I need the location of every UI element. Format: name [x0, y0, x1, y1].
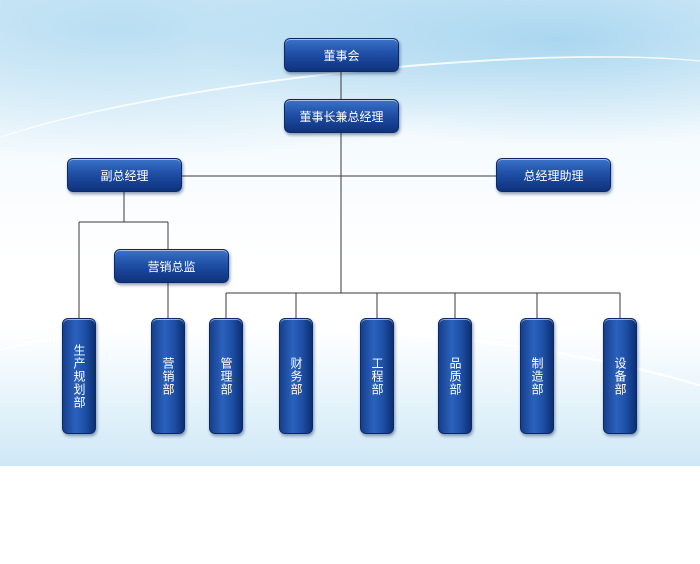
node-gm-assistant: 总经理助理	[496, 158, 611, 192]
dept-label: 生产规划部	[72, 343, 86, 409]
node-chairman: 董事长兼总经理	[284, 99, 399, 133]
dept-label: 财务部	[289, 356, 303, 396]
background	[0, 0, 700, 466]
node-sales-director-label: 营销总监	[147, 259, 196, 274]
dept-sales: 营销部	[151, 318, 185, 434]
dept-production-planning: 生产规划部	[62, 318, 96, 434]
node-board: 董事会	[284, 38, 399, 72]
dept-label: 工程部	[370, 356, 384, 396]
node-chairman-label: 董事长兼总经理	[299, 109, 384, 124]
dept-manufacturing: 制造部	[520, 318, 554, 434]
connector-lines	[78, 72, 621, 318]
node-vice-gm: 副总经理	[67, 158, 182, 192]
node-sales-director: 营销总监	[114, 249, 229, 283]
dept-label: 营销部	[161, 356, 175, 396]
node-board-label: 董事会	[323, 48, 360, 63]
dept-equipment: 设备部	[603, 318, 637, 434]
node-vice-gm-label: 副总经理	[100, 168, 149, 183]
dept-engineering: 工程部	[360, 318, 394, 434]
dept-finance: 财务部	[279, 318, 313, 434]
dept-label: 管理部	[219, 356, 233, 396]
dept-label: 制造部	[530, 356, 544, 396]
dept-management: 管理部	[209, 318, 243, 434]
dept-quality: 品质部	[438, 318, 472, 434]
node-gm-assistant-label: 总经理助理	[523, 168, 584, 183]
dept-label: 品质部	[448, 356, 462, 396]
dept-label: 设备部	[613, 356, 627, 396]
